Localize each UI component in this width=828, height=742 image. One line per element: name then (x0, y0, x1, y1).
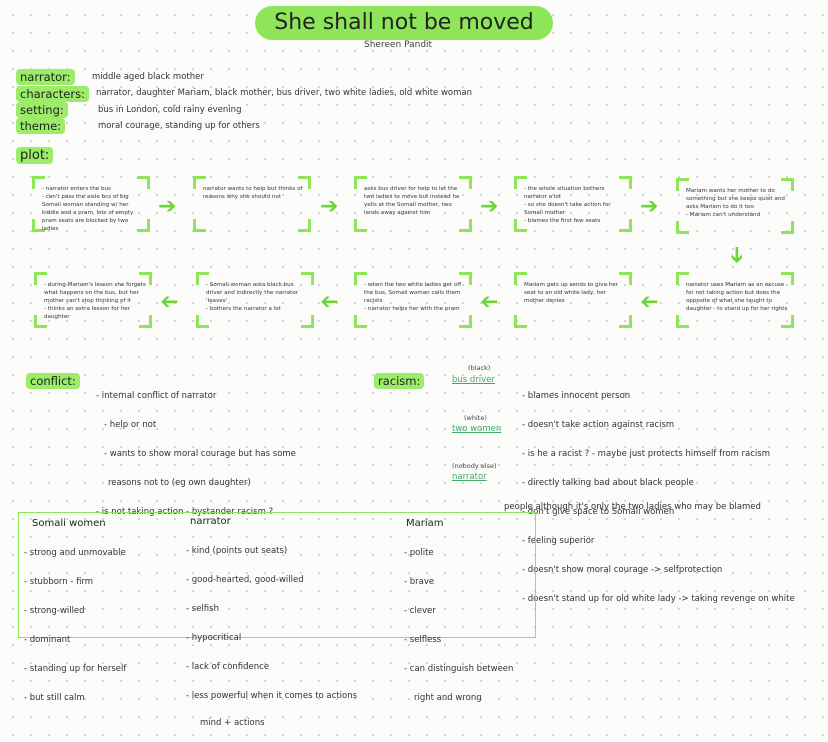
list-item: mind + actions (200, 717, 265, 728)
theme-label: theme: (16, 118, 66, 134)
plot-box-text: - when the two white ladies get off the … (364, 282, 462, 312)
narrator-trait-list: - kind (points out seats) - good-hearted… (186, 529, 357, 742)
list-item: - good-hearted, good-willed (186, 574, 304, 585)
plot-box-text: narrator wants to help but thinks of rea… (203, 186, 303, 200)
list-item: - can distinguish between (404, 663, 514, 674)
racism-list-continued: people although it's only the two ladies… (504, 502, 761, 512)
list-item: - wants to show moral courage but has so… (104, 448, 296, 459)
plot-box-text: - narrator enters the bus - can't pass t… (42, 186, 134, 232)
list-item: - selfish (186, 603, 219, 614)
plot-box: asks bus driver for help to let the two … (354, 176, 472, 232)
list-item: - doesn't take action against racism (522, 419, 675, 430)
list-item: - selfless (404, 634, 442, 645)
arrow-left-icon: ➔ (480, 289, 499, 314)
plot-box-text: Mariam gets up sends to give her seat to… (524, 282, 618, 304)
conflict-list: - internal conflict of narrator - help o… (96, 374, 296, 534)
narrator-label: narrator: (16, 69, 75, 85)
arrow-right-icon: ➔ (640, 194, 659, 219)
racism-label: racism: (374, 373, 425, 389)
list-item: - standing up for herself (24, 663, 127, 674)
column-header-somali: Somali women (32, 518, 106, 529)
page-title: She shall not be moved (255, 6, 553, 40)
list-item: - blames innocent person (522, 390, 631, 401)
somali-trait-list: - strong and unmovable - stubborn - firm… (24, 531, 126, 720)
plot-box-text: Mariam wants her mother to do something … (686, 188, 785, 218)
list-item: - is he a racist ? - maybe just protects… (522, 448, 771, 459)
mariam-trait-list: - polite - brave - clever - selfless - c… (404, 531, 513, 720)
list-item: - don't give space to Somali women (522, 506, 675, 517)
list-item: - is not taking action - bystander racis… (96, 506, 274, 517)
list-item: - dominant (24, 634, 71, 645)
list-item: - but still calm (24, 692, 85, 703)
arrow-right-icon: ➔ (480, 194, 499, 219)
note-white: (white) (464, 414, 487, 422)
setting-value: bus in London, cold rainy evening (98, 105, 242, 115)
list-item: - hypocritical (186, 632, 242, 643)
characters-label: characters: (16, 86, 89, 102)
list-item: reasons not to (eg own daughter) (108, 477, 251, 488)
list-item: - brave (404, 576, 435, 587)
list-item: - feeling superior (522, 535, 595, 546)
list-item: - strong-willed (24, 605, 85, 616)
arrow-down-icon: ➔ (724, 245, 750, 265)
plot-box-text: - during Mariam's lesson she forgets wha… (44, 282, 146, 320)
plot-box-text: - the whole situation bothers narrator a… (524, 186, 611, 224)
plot-box: Mariam gets up sends to give her seat to… (514, 272, 632, 328)
conflict-label: conflict: (26, 373, 80, 389)
setting-label: setting: (16, 102, 68, 118)
plot-box: Mariam wants her mother to do something … (676, 178, 794, 234)
list-item: - help or not (104, 419, 157, 430)
plot-box: narrator uses Mariam as an excuse for no… (676, 272, 794, 328)
traits-table (18, 512, 536, 638)
plot-box: - during Mariam's lesson she forgets wha… (34, 272, 152, 328)
plot-box-text: narrator uses Mariam as an excuse for no… (686, 282, 788, 312)
plot-box: - Somali woman asks black bus driver and… (196, 272, 314, 328)
list-item: - less powerful when it comes to actions (186, 690, 358, 701)
note-nobody: (nobody else) (452, 462, 497, 470)
list-item: - kind (points out seats) (186, 545, 288, 556)
author-name: Shereen Pandit (364, 40, 433, 50)
plot-box: - the whole situation bothers narrator a… (514, 176, 632, 232)
list-item: - strong and unmovable (24, 547, 126, 558)
list-item: - directly talking bad about black peopl… (522, 477, 694, 488)
plot-label: plot: (16, 147, 54, 164)
racism-list: - blames innocent person - doesn't take … (522, 374, 795, 621)
two-women-label: two women (452, 424, 502, 434)
bus-driver-label: bus driver (452, 375, 495, 385)
plot-box: - when the two white ladies get off the … (354, 272, 472, 328)
arrow-left-icon: ➔ (640, 289, 659, 314)
characters-value: narrator, daughter Mariam, black mother,… (96, 88, 473, 98)
arrow-left-icon: ➔ (320, 289, 339, 314)
plot-box-text: asks bus driver for help to let the two … (364, 186, 460, 216)
list-item: - doesn't show moral courage -> selfprot… (522, 564, 723, 575)
narrator-value: middle aged black mother (92, 72, 204, 82)
plot-box: narrator wants to help but thinks of rea… (193, 176, 311, 232)
list-item: right and wrong (414, 692, 482, 703)
plot-box-text: - Somali woman asks black bus driver and… (206, 282, 299, 312)
plot-box: - narrator enters the bus - can't pass t… (32, 176, 150, 232)
column-header-mariam: Mariam (406, 518, 444, 529)
list-item: - doesn't stand up for old white lady ->… (522, 593, 795, 604)
list-item: - polite (404, 547, 434, 558)
list-item: - clever (404, 605, 436, 616)
arrow-right-icon: ➔ (320, 194, 339, 219)
theme-value: moral courage, standing up for others (98, 121, 260, 131)
narrator-racism-label: narrator (452, 472, 487, 482)
list-item: - internal conflict of narrator (96, 390, 217, 401)
note-black: (black) (468, 364, 491, 372)
list-item: - lack of confidence (186, 661, 270, 672)
list-item: - stubborn - firm (24, 576, 94, 587)
arrow-right-icon: ➔ (158, 194, 177, 219)
column-header-narrator: narrator (190, 516, 231, 527)
arrow-left-icon: ➔ (160, 289, 179, 314)
